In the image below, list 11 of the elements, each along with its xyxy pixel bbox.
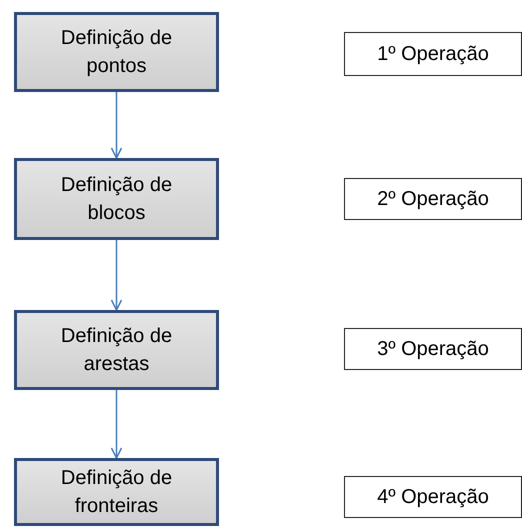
arrow <box>110 92 122 159</box>
operation-box: 2º Operação <box>344 178 522 220</box>
process-box: Definição de arestas <box>14 310 219 390</box>
operation-box: 3º Operação <box>344 328 522 370</box>
operation-box: 4º Operação <box>344 476 522 518</box>
arrow <box>110 240 122 311</box>
process-box: Definição de pontos <box>14 12 219 92</box>
arrow <box>110 390 122 459</box>
process-box: Definição de fronteiras <box>14 458 219 526</box>
operation-box: 1º Operação <box>344 32 522 76</box>
process-box: Definição de blocos <box>14 158 219 240</box>
